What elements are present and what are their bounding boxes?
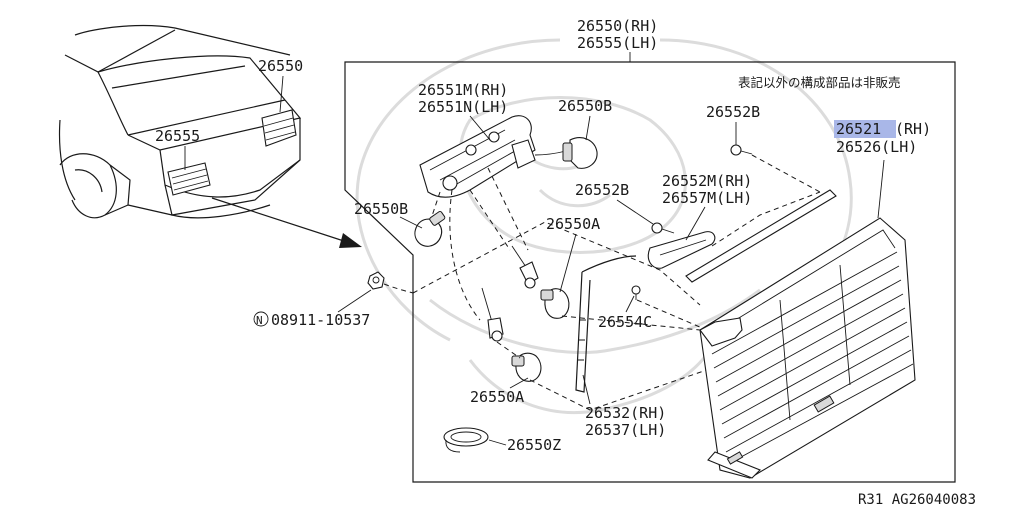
lens-label-lh: 26526(LH)	[836, 138, 917, 156]
bulb-label-26550b-top: 26550B	[558, 97, 612, 115]
nut-symbol-letter: N	[256, 314, 263, 327]
reference-code: R31 AG26040083	[858, 492, 976, 508]
gasket-label-rh: 26532(RH)	[585, 404, 666, 422]
bulb-26550b-top	[562, 137, 598, 169]
bulb-26550a-mid	[540, 288, 570, 319]
socket-label-lh: 26551N(LH)	[418, 98, 508, 116]
assembly-frame	[344, 61, 956, 483]
nut-symbol-circle	[253, 311, 269, 327]
lens-label-rh-suffix: (RH)	[895, 120, 931, 138]
bulb-socket-mid	[511, 245, 539, 289]
lens-label-rh: 26521	[836, 120, 881, 138]
lens-label-highlight	[834, 120, 896, 138]
bulb-socket-low	[481, 287, 504, 342]
assy-label-rh: 26550(RH)	[577, 17, 658, 35]
screw-26552b-mid	[651, 222, 675, 234]
bulb-26550b-left	[414, 210, 446, 247]
harness-26550z	[443, 427, 489, 453]
finisher-label-rh: 26552M(RH)	[662, 172, 752, 190]
note-not-sold: 表記以外の構成部品は非販売	[738, 75, 901, 90]
gasket-label-lh: 26537(LH)	[585, 421, 666, 439]
bulb-label-26550a-low: 26550A	[470, 388, 524, 406]
finisher-strip	[685, 189, 837, 283]
bulb-26550a-low	[511, 352, 542, 382]
harness-label: 26550Z	[507, 436, 561, 454]
finisher-molding	[647, 231, 716, 269]
car-label-26555: 26555	[155, 127, 200, 145]
socket-label-rh: 26551M(RH)	[418, 81, 508, 99]
screw-26552b-top	[730, 144, 753, 156]
bulb-socket-holder	[419, 115, 567, 198]
tail-lamp-lens	[699, 217, 916, 479]
nut-08911	[367, 271, 385, 290]
bulb-label-26550a-mid: 26550A	[546, 215, 600, 233]
car-rear-sketch	[58, 24, 302, 219]
nut-label: 08911-10537	[271, 311, 370, 329]
screw-label-26552b-mid: 26552B	[575, 181, 629, 199]
car-label-26550: 26550	[258, 57, 303, 75]
indicator-arrow	[211, 197, 362, 248]
gasket-wire	[575, 255, 637, 393]
bulb-label-26550b-left: 26550B	[354, 200, 408, 218]
clip-26554c	[631, 285, 641, 300]
finisher-label-lh: 26557M(LH)	[662, 189, 752, 207]
screw-label-26552b-top: 26552B	[706, 103, 760, 121]
assy-label-lh: 26555(LH)	[577, 34, 658, 52]
